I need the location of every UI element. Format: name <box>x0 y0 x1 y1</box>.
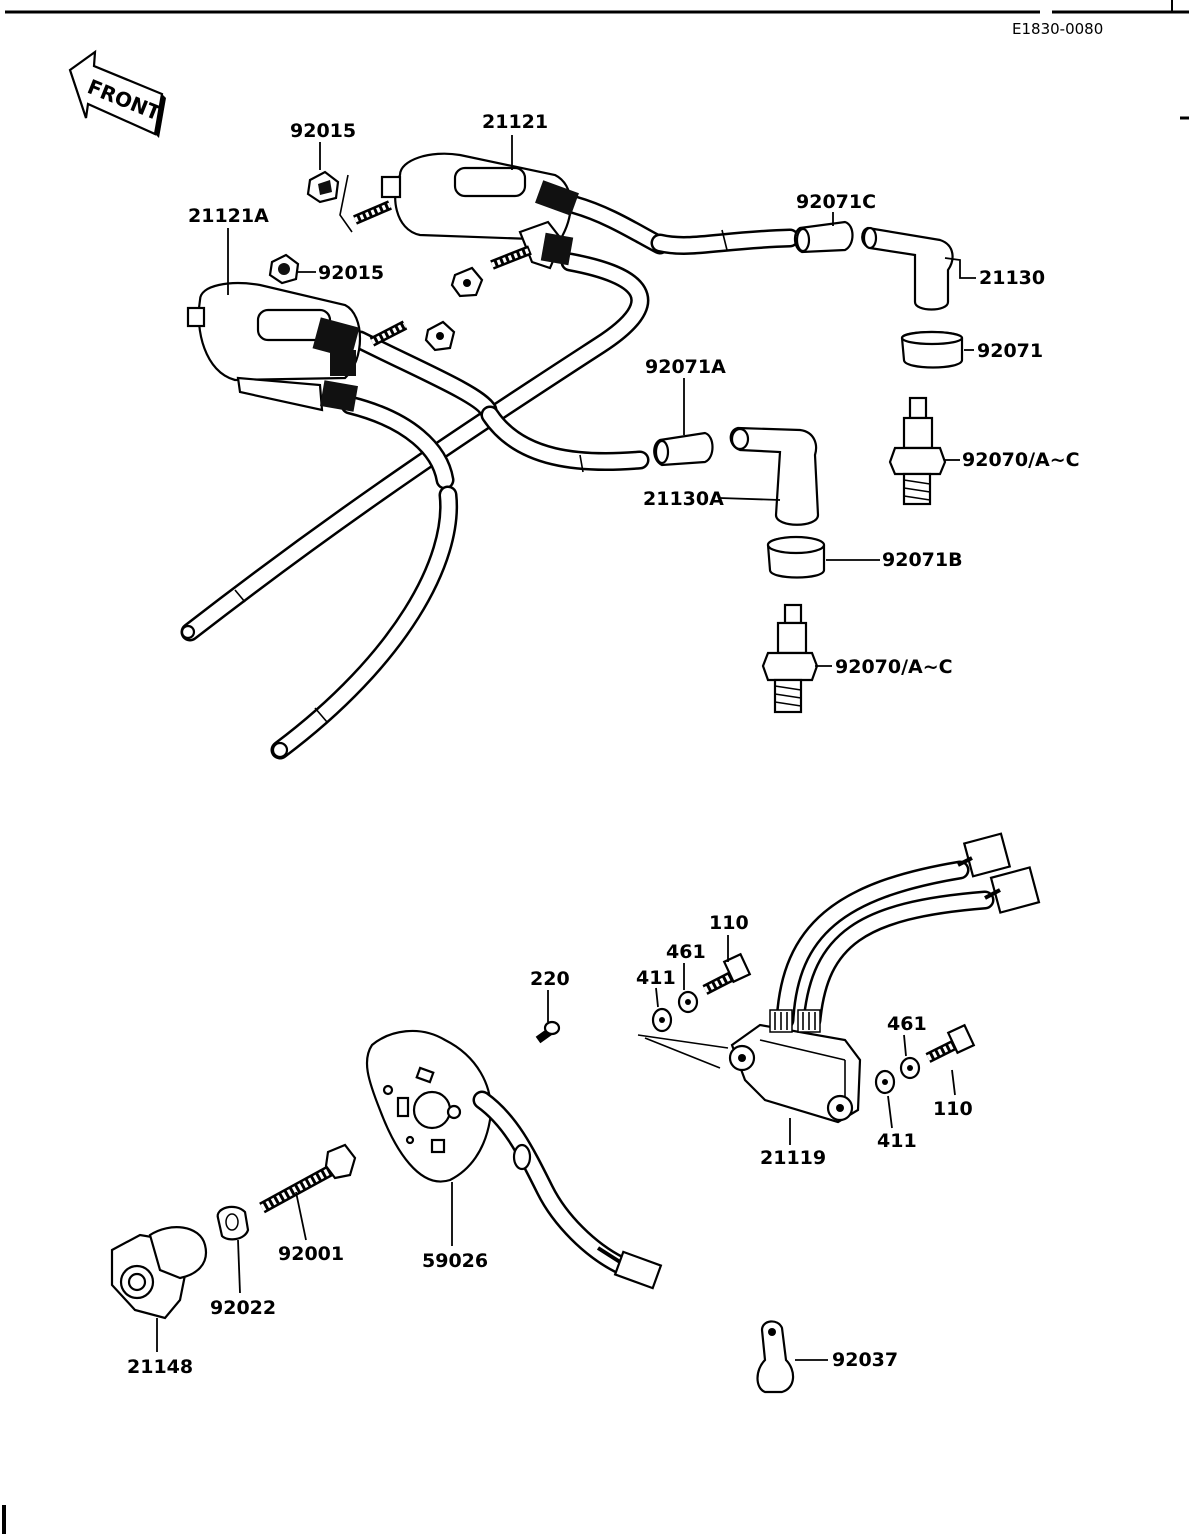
label-220: 220 <box>530 968 570 990</box>
boot-92071B <box>766 535 826 579</box>
cap-holder-92071C <box>793 220 854 254</box>
label-21119: 21119 <box>760 1147 826 1169</box>
label-92071C: 92071C <box>796 191 876 213</box>
plug-cap-21130A <box>729 426 820 526</box>
label-92071: 92071 <box>977 340 1043 362</box>
label-92015-top: 92015 <box>290 120 356 142</box>
washer-411-right <box>874 1069 896 1095</box>
label-92070-top: 92070/A~C <box>962 449 1080 471</box>
long-lead-tip <box>180 624 289 759</box>
ignition-coil-21121 <box>353 152 579 298</box>
label-411-top: 411 <box>636 967 676 989</box>
timing-rotor-21148 <box>110 1226 208 1320</box>
lockwasher-461-right <box>899 1056 921 1080</box>
bolt-92001 <box>259 1143 357 1214</box>
label-21130A: 21130A <box>643 488 724 510</box>
label-21121A: 21121A <box>188 205 269 227</box>
leader-washer-411-top-b <box>644 1037 721 1069</box>
label-59026: 59026 <box>422 1250 488 1272</box>
leader-lines <box>156 135 976 1361</box>
label-92022: 92022 <box>210 1297 276 1319</box>
label-92071B: 92071B <box>882 549 963 571</box>
spark-plug-bottom <box>761 603 819 714</box>
label-21121: 21121 <box>482 111 548 133</box>
part-labels: 21121 92015 21121A 92015 92071C 21130 92… <box>127 111 1080 1378</box>
label-21130: 21130 <box>979 267 1045 289</box>
igniter-21119 <box>728 1009 862 1124</box>
label-110-top: 110 <box>709 912 749 934</box>
diagram-code: E1830-0080 <box>1012 20 1103 38</box>
pickup-plate-59026 <box>365 1029 663 1290</box>
ignition-coil-21121A <box>186 282 456 412</box>
washer-92022 <box>216 1205 250 1241</box>
bolt-110-right <box>925 1023 976 1063</box>
label-92015-mid: 92015 <box>318 262 384 284</box>
screw-220 <box>535 1020 561 1044</box>
harness-wires <box>775 832 1041 1030</box>
washer-411-top <box>651 1007 673 1033</box>
front-arrow-icon: FRONT <box>68 49 166 138</box>
boot-92071 <box>900 330 964 369</box>
label-92070-bottom: 92070/A~C <box>835 656 953 678</box>
high-tension-leads <box>180 195 800 760</box>
label-461-right: 461 <box>887 1013 927 1035</box>
label-92001: 92001 <box>278 1243 344 1265</box>
label-461-top: 461 <box>666 941 706 963</box>
label-92037: 92037 <box>832 1349 898 1371</box>
nut-92015-top <box>306 170 353 233</box>
cap-holder-92071A <box>653 431 714 467</box>
bolt-110-top <box>702 952 752 995</box>
label-92071A: 92071A <box>645 356 726 378</box>
label-411-right: 411 <box>877 1130 917 1152</box>
plug-cap-21130 <box>861 226 954 311</box>
leader-washer-411-top-a <box>637 1034 729 1049</box>
label-21148: 21148 <box>127 1356 193 1378</box>
lockwasher-461-top <box>677 990 699 1014</box>
spark-plug-top <box>888 396 947 506</box>
clamp-92037 <box>756 1320 795 1394</box>
nut-92015-mid <box>268 253 300 285</box>
label-110-right: 110 <box>933 1098 973 1120</box>
